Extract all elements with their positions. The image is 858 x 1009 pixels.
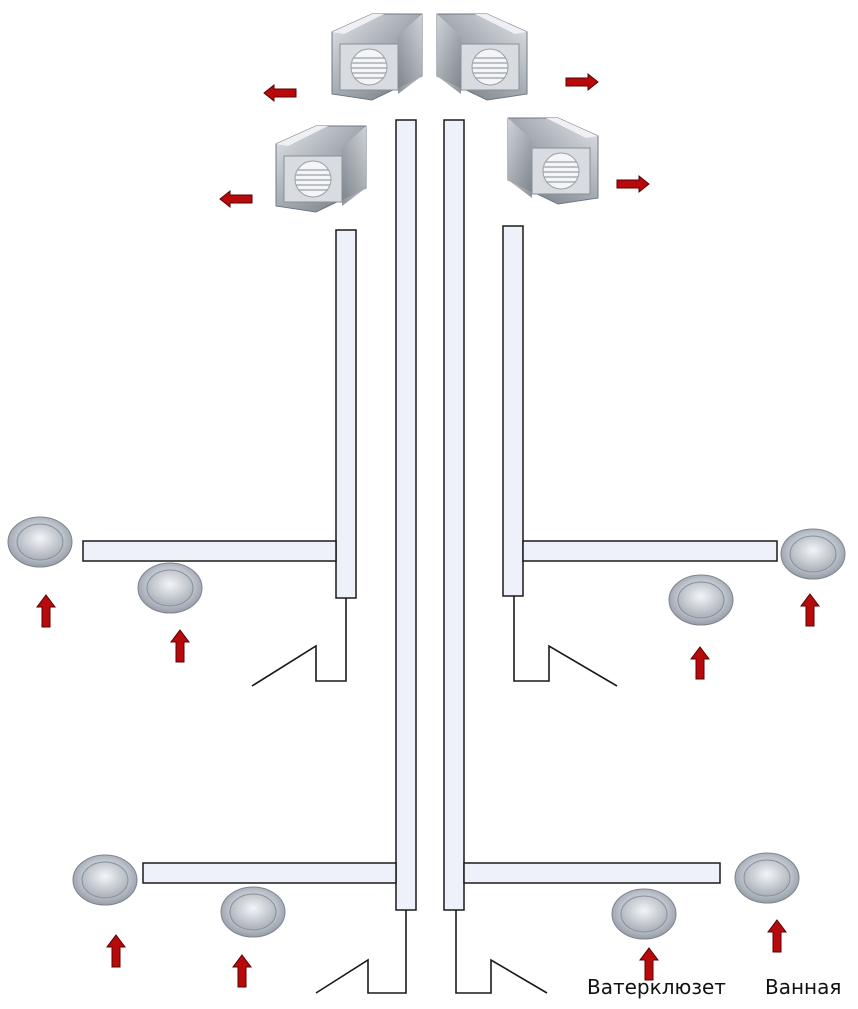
round-air-vent-icon [220,886,286,938]
airflow-arrow-icon [800,593,820,627]
riser-left-main [395,119,417,911]
riser-right-main [443,119,465,911]
door-outline-lower-right [455,910,548,994]
ventilation-hood-icon [275,125,367,213]
riser-left-upper-floor [335,229,357,599]
airflow-arrow-icon [263,84,297,102]
round-air-vent-icon [734,852,800,904]
bathroom-label: Ванная [765,975,842,999]
airflow-arrow-icon [219,190,253,208]
airflow-arrow-icon [36,594,56,628]
airflow-arrow-icon [767,919,787,953]
airflow-arrow-icon [170,629,190,663]
airflow-arrow-icon [690,646,710,680]
round-air-vent-icon [72,854,138,906]
door-outline-upper-left [251,598,347,687]
door-outline-lower-left [315,910,407,994]
ventilation-hood-icon [436,13,528,101]
round-air-vent-icon [668,574,734,626]
branch-duct-upper-left [82,540,337,562]
ventilation-hood-icon [331,13,423,101]
airflow-arrow-icon [565,73,599,91]
branch-duct-upper-right [522,540,778,562]
door-outline-upper-right [513,596,618,687]
toilet-label: Ватерклюзет [587,975,726,999]
riser-right-upper-floor [502,225,524,597]
round-air-vent-icon [780,528,846,580]
airflow-arrow-icon [616,175,650,193]
round-air-vent-icon [137,562,203,614]
airflow-arrow-icon [106,934,126,968]
airflow-arrow-icon [232,954,252,988]
round-air-vent-icon [7,516,73,568]
round-air-vent-icon [611,888,677,940]
branch-duct-lower-right [463,862,721,884]
ventilation-hood-icon [507,117,599,205]
branch-duct-lower-left [142,862,397,884]
